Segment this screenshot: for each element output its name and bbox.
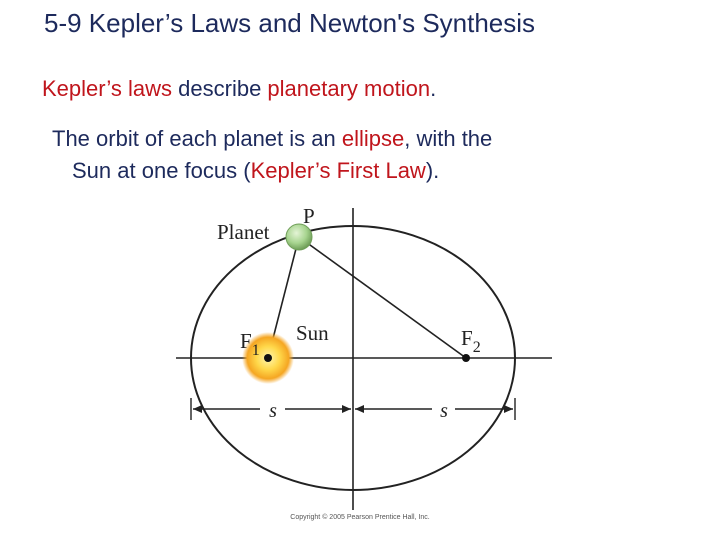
focus-f2-dot bbox=[462, 354, 470, 362]
f1-subscript: 1 bbox=[252, 342, 260, 359]
bullet-orbit-line1: The orbit of each planet is an ellipse, … bbox=[52, 126, 492, 152]
bullet-orbit-line2: Sun at one focus (Kepler’s First Law). bbox=[72, 158, 439, 184]
f2-subscript: 2 bbox=[473, 339, 481, 356]
bullet-kepler-laws: Kepler’s laws describe planetary motion. bbox=[42, 76, 436, 102]
s-arrow-right bbox=[355, 405, 513, 413]
f2-letter: F bbox=[461, 326, 473, 350]
orbit-ellipse bbox=[190, 225, 516, 491]
text-with-the: , with the bbox=[404, 126, 493, 151]
text-period: . bbox=[430, 76, 437, 101]
f1-label: F1 bbox=[240, 329, 260, 359]
text-describe: describe bbox=[172, 76, 268, 101]
s-label-left: s bbox=[269, 400, 277, 422]
s-label-right: s bbox=[440, 400, 448, 422]
text-orbit-each-planet: The orbit of each planet is an bbox=[52, 126, 342, 151]
planet-label: Planet bbox=[217, 220, 270, 244]
highlight-keplers-laws: Kepler’s laws bbox=[42, 76, 173, 101]
f1-letter: F bbox=[240, 329, 252, 353]
highlight-planetary-motion: planetary motion bbox=[267, 76, 431, 101]
highlight-keplers-first-law: Kepler’s First Law bbox=[250, 158, 426, 183]
s-arrow-left bbox=[193, 405, 351, 413]
text-close-paren: ). bbox=[425, 158, 440, 183]
radius-line-f2 bbox=[298, 236, 467, 359]
f2-label: F2 bbox=[461, 326, 481, 356]
copyright-notice: Copyright © 2005 Pearson Prentice Hall, … bbox=[290, 513, 429, 521]
point-p-label: P bbox=[303, 204, 315, 228]
highlight-ellipse: ellipse bbox=[341, 126, 405, 151]
slide-title: 5-9 Kepler’s Laws and Newton's Synthesis bbox=[44, 8, 536, 38]
text-sun-at-focus: Sun at one focus ( bbox=[72, 158, 251, 183]
planet-icon bbox=[285, 223, 313, 251]
sun-label: Sun bbox=[296, 321, 329, 345]
focus-f1-dot bbox=[264, 354, 272, 362]
